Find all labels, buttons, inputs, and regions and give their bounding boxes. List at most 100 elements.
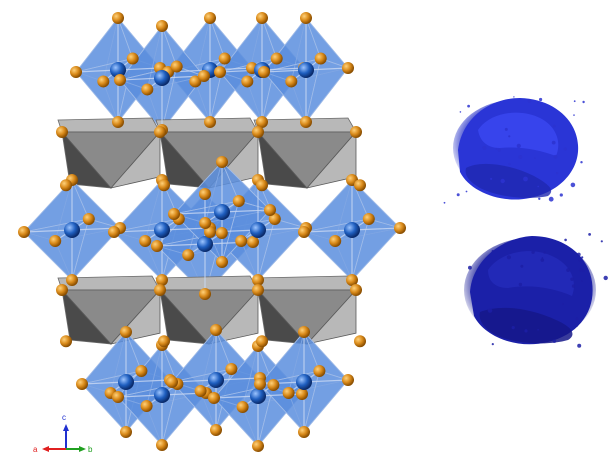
anion-atom [204, 116, 216, 128]
powder-speck [508, 162, 511, 166]
powder-speck [561, 302, 564, 306]
cation-atom [110, 62, 126, 78]
anion-atom [342, 62, 354, 74]
powder-speck [531, 250, 535, 254]
powder-speck [516, 143, 521, 148]
anion-atom [225, 363, 238, 375]
powder-speck [465, 190, 468, 193]
anion-atom [156, 439, 168, 451]
powder-speck [552, 339, 557, 343]
cation-atom [154, 387, 170, 403]
cation-atom [296, 374, 312, 390]
powder-speck [551, 140, 556, 145]
anion-atom [394, 222, 406, 234]
powder-speck [600, 240, 603, 243]
powder-speck [520, 264, 524, 268]
anion-atom [120, 326, 132, 338]
powder-speck [575, 317, 579, 321]
anion-atom [97, 75, 110, 88]
powder-speck [500, 178, 505, 184]
powder-speck [459, 111, 462, 113]
anion-atom [247, 236, 259, 248]
anion-atom [256, 12, 268, 24]
powder-speck [518, 155, 523, 159]
powder-speck [586, 304, 589, 307]
powder-speck [555, 171, 559, 175]
octahedra-layer-middle [22, 161, 402, 295]
axis-label-a: a [33, 445, 38, 454]
anion-atom [76, 378, 88, 390]
powder-speck [527, 99, 532, 103]
powder-speck [508, 135, 511, 138]
powder-speck [581, 256, 584, 259]
powder-speck [497, 148, 501, 152]
prism-face [57, 117, 161, 133]
anion-atom [232, 195, 245, 207]
powder-speck [564, 238, 567, 242]
bond [351, 227, 401, 231]
prism-layer-lower [57, 275, 357, 345]
anion-atom [168, 208, 180, 220]
trigonal-prism [57, 275, 161, 345]
powder-speck [503, 243, 506, 246]
anion-atom [300, 116, 312, 128]
anion-atom [241, 75, 254, 88]
anion-atom [210, 424, 222, 436]
anion-atom [114, 74, 126, 86]
powder-speck [506, 255, 511, 260]
powder-speck [513, 96, 515, 98]
trigonal-prism [155, 117, 259, 189]
anion-atom [267, 379, 280, 391]
anion-atom [350, 284, 362, 296]
powder-speck [495, 147, 498, 150]
anion-atom [199, 188, 211, 200]
anion-atom [270, 52, 283, 65]
powder-speck [456, 193, 460, 197]
anion-atom [156, 274, 168, 286]
anion-atom [199, 217, 212, 229]
powder-speck [443, 201, 446, 204]
prism-face [305, 288, 357, 345]
anion-atom [296, 388, 308, 400]
anion-atom [350, 126, 362, 138]
anion-atom [18, 226, 30, 238]
anion-atom [214, 66, 226, 78]
powder-speck [588, 233, 591, 236]
anion-atom [208, 392, 220, 404]
anion-atom [298, 226, 310, 238]
powder-speck [537, 329, 539, 331]
anion-atom [60, 179, 72, 192]
powder-specks [443, 96, 608, 348]
anion-atom [300, 12, 312, 24]
powder-speck [570, 277, 574, 281]
powder-speck [576, 252, 581, 257]
anion-atom [354, 179, 366, 192]
anion-atom [346, 274, 358, 286]
prism-face [155, 275, 259, 291]
anion-atom [252, 126, 264, 138]
anion-atom [210, 324, 222, 336]
cation-atom [154, 70, 170, 86]
axis-label-b: b [88, 445, 93, 454]
anion-atom [194, 385, 207, 397]
bond [221, 209, 271, 213]
octahedron-face [303, 370, 349, 433]
powder-speck [491, 250, 494, 253]
anion-atom [362, 213, 375, 225]
anion-atom [252, 440, 264, 452]
powder-speck [552, 124, 556, 128]
cation-atom [197, 236, 213, 252]
anion-atom [120, 426, 132, 438]
powder-sample-dark [464, 236, 596, 345]
powder-speck [570, 182, 576, 188]
anion-atom [342, 374, 354, 386]
cation-atom [118, 374, 134, 390]
powder-speck [563, 147, 567, 151]
powder-speck [573, 114, 575, 116]
atoms [18, 12, 406, 452]
octahedron-face [71, 218, 121, 281]
powder-speck [578, 258, 582, 262]
anion-atom [166, 376, 178, 388]
